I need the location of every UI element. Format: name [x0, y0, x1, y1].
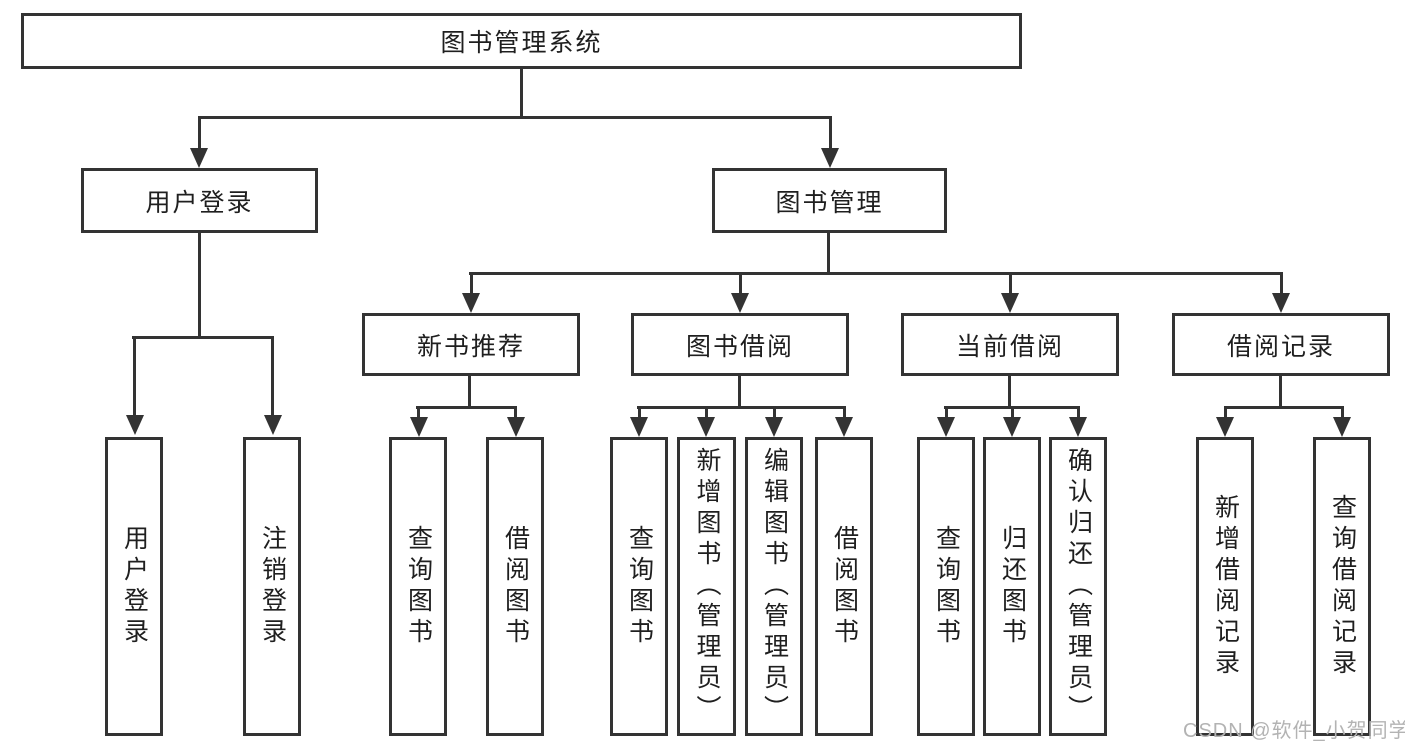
arrowhead-current-borrow — [1001, 293, 1019, 313]
connector-stem-leaf — [843, 406, 846, 421]
arrowhead-leaf — [835, 417, 853, 437]
leaf-edit-books-admin: 编辑图书（管理员） — [745, 437, 803, 736]
arrowhead-leaf — [507, 417, 525, 437]
leaf-confirm-return-admin: 确认归还（管理员） — [1049, 437, 1107, 736]
arrowhead-leaf — [697, 417, 715, 437]
arrowhead-leaf — [937, 417, 955, 437]
arrowhead-new-book — [462, 293, 480, 313]
connector-borrow-records-split — [1224, 406, 1344, 409]
connector-current-borrow-stem2 — [1008, 376, 1011, 409]
leaf-query-books-current: 查询图书 — [917, 437, 975, 736]
connector-stem-current-borrow — [1009, 272, 1012, 297]
leaf-query-books-recommend: 查询图书 — [389, 437, 447, 736]
connector-book-borrow-split — [637, 406, 846, 409]
arrowhead-book-management — [821, 148, 839, 168]
connector-stem-leaf — [1224, 406, 1227, 421]
arrowhead-book-borrow — [731, 293, 749, 313]
watermark: CSDN @软件_小贺同学 — [1183, 720, 1405, 742]
node-book-borrow: 图书借阅 — [631, 313, 849, 376]
leaf-query-borrow-record: 查询借阅记录 — [1313, 437, 1371, 736]
connector-stem-logout-leaf — [271, 336, 274, 419]
connector-stem-leaf — [638, 406, 641, 421]
leaf-borrow-books-recommend: 借阅图书 — [486, 437, 544, 736]
arrowhead-leaf — [1003, 417, 1021, 437]
connector-stem-leaf — [417, 406, 420, 421]
node-current-borrow: 当前借阅 — [901, 313, 1119, 376]
node-current-borrow-label: 当前借阅 — [955, 332, 1064, 361]
connector-user-login-split — [132, 336, 274, 339]
connector-stem-leaf — [773, 406, 776, 421]
leaf-borrow-books-borrow: 借阅图书 — [815, 437, 873, 736]
connector-book-management-stem — [827, 233, 830, 275]
connector-stem-leaf — [1341, 406, 1344, 421]
connector-root-split — [198, 116, 832, 119]
connector-root-stem — [520, 69, 523, 116]
connector-stem-user-login — [198, 116, 201, 152]
node-borrow-records: 借阅记录 — [1172, 313, 1390, 376]
node-book-management-label: 图书管理 — [775, 188, 884, 217]
node-user-login: 用户登录 — [81, 168, 318, 233]
arrowhead-leaf — [1216, 417, 1234, 437]
connector-new-book-split — [416, 406, 517, 409]
connector-stem-login-leaf — [133, 336, 136, 419]
leaf-logout: 注销登录 — [243, 437, 301, 736]
node-borrow-records-label: 借阅记录 — [1226, 332, 1335, 361]
leaf-return-books: 归还图书 — [983, 437, 1041, 736]
arrowhead-borrow-records — [1272, 293, 1290, 313]
connector-stem-new-book — [470, 272, 473, 297]
node-root-system: 图书管理系统 — [21, 13, 1022, 69]
arrowhead-leaf — [1333, 417, 1351, 437]
node-book-management: 图书管理 — [712, 168, 947, 233]
connector-stem-book-borrow — [739, 272, 742, 297]
arrowhead-leaf — [630, 417, 648, 437]
arrowhead-leaf — [1069, 417, 1087, 437]
node-user-login-label: 用户登录 — [145, 188, 254, 217]
leaf-add-borrow-record: 新增借阅记录 — [1196, 437, 1254, 736]
node-book-borrow-label: 图书借阅 — [685, 332, 794, 361]
connector-user-login-stem — [198, 233, 201, 339]
connector-stem-leaf — [514, 406, 517, 421]
connector-stem-leaf — [1011, 406, 1014, 421]
connector-stem-leaf — [1077, 406, 1080, 421]
leaf-add-books-admin: 新增图书（管理员） — [677, 437, 736, 736]
arrowhead-user-login — [190, 148, 208, 168]
arrowhead-login-leaf — [126, 415, 144, 435]
arrowhead-leaf — [765, 417, 783, 437]
connector-stem-leaf — [945, 406, 948, 421]
connector-stem-leaf — [705, 406, 708, 421]
connector-new-book-stem — [468, 376, 471, 409]
leaf-query-books-borrow: 查询图书 — [610, 437, 668, 736]
connector-borrow-records-stem2 — [1279, 376, 1282, 409]
arrowhead-logout-leaf — [264, 415, 282, 435]
connector-level3-split — [469, 272, 1283, 275]
connector-stem-borrow-records — [1280, 272, 1283, 297]
node-new-book-recommend-label: 新书推荐 — [416, 332, 525, 361]
leaf-user-login: 用户登录 — [105, 437, 163, 736]
node-new-book-recommend: 新书推荐 — [362, 313, 580, 376]
connector-stem-book-management — [829, 116, 832, 152]
connector-book-borrow-stem2 — [738, 376, 741, 409]
arrowhead-leaf — [410, 417, 428, 437]
node-root-label: 图书管理系统 — [440, 29, 603, 57]
